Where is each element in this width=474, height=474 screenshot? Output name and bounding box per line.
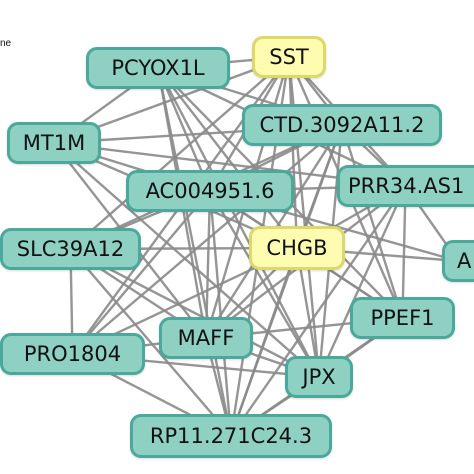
node-label: RP11.271C24.3: [149, 424, 313, 448]
node-a-clipped[interactable]: A: [442, 240, 474, 282]
node-sst[interactable]: SST: [252, 36, 326, 78]
node-label: PPEF1: [370, 306, 435, 330]
edge-mt1m-jpx: [53, 142, 320, 378]
edge-pcyox1l-rp11: [156, 67, 233, 437]
edge-sst-chgb: [287, 56, 299, 249]
edge-prr34-ppef1: [401, 185, 407, 319]
node-rp11-271c24-3[interactable]: RP11.271C24.3: [130, 414, 332, 458]
node-chgb[interactable]: CHGB: [249, 226, 345, 270]
edge-prr34-jpx: [317, 185, 407, 378]
node-label: SST: [269, 45, 309, 69]
edge-ac004951-jpx: [208, 190, 321, 378]
node-label: AC004951.6: [145, 179, 275, 203]
edge-slc39a12-jpx: [69, 247, 320, 379]
edge-ctd-ppef1: [340, 124, 404, 319]
node-label: CHGB: [266, 236, 328, 260]
node-jpx[interactable]: JPX: [285, 356, 353, 398]
node-pcyox1l[interactable]: PCYOX1L: [86, 47, 230, 89]
edge-ctd-pro1804: [71, 124, 343, 355]
edge-prr34-rp11: [230, 185, 407, 437]
node-label: PRR34.AS1: [348, 174, 465, 198]
node-label: CTD.3092A11.2: [259, 113, 425, 137]
edge-ac004951-rp11: [208, 190, 233, 437]
edge-sst-slc39a12: [69, 56, 290, 250]
node-maff[interactable]: MAFF: [159, 317, 253, 359]
node-ctd-3092a11-2[interactable]: CTD.3092A11.2: [242, 104, 442, 146]
edge-ac004951-pro1804: [71, 190, 211, 355]
node-slc39a12[interactable]: SLC39A12: [0, 228, 141, 270]
node-mt1m[interactable]: MT1M: [7, 122, 101, 164]
node-ppef1[interactable]: PPEF1: [350, 297, 455, 339]
edge-ac004951-maff: [204, 190, 212, 339]
edge-chgb-rp11: [229, 247, 299, 437]
corner-caption: ne: [0, 38, 12, 49]
edge-slc39a12-rp11: [69, 248, 232, 437]
node-ac004951-6[interactable]: AC004951.6: [126, 170, 294, 212]
node-label: MT1M: [22, 131, 86, 155]
node-label: PRO1804: [23, 342, 122, 366]
node-label: SLC39A12: [16, 237, 125, 261]
node-label: PCYOX1L: [111, 56, 205, 80]
edge-pcyox1l-chgb: [157, 67, 298, 249]
node-label: JPX: [302, 365, 336, 389]
node-label: MAFF: [177, 326, 235, 350]
node-label: A: [457, 249, 472, 273]
node-prr34-as1[interactable]: PRR34.AS1: [337, 165, 474, 207]
node-pro1804[interactable]: PRO1804: [0, 333, 145, 375]
